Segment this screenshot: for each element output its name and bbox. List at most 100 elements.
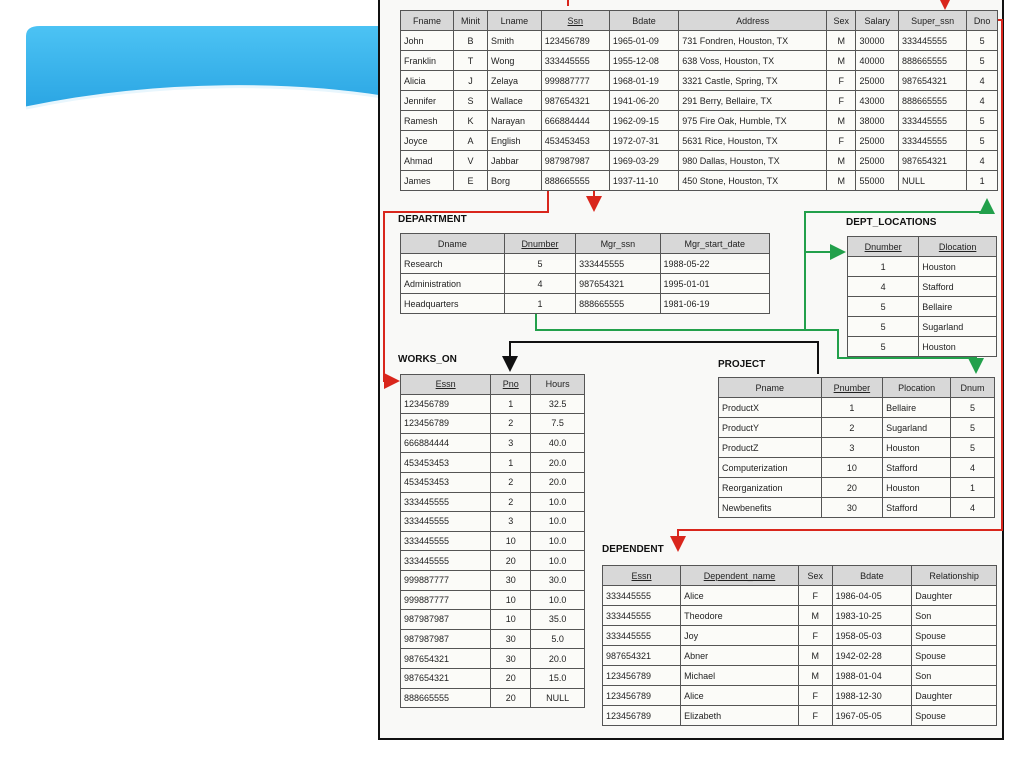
project-cell: Computerization <box>718 457 822 478</box>
employee-cell: NULL <box>898 170 968 191</box>
dependent-cell: Theodore <box>680 605 799 626</box>
dept-locations-cell: 5 <box>846 336 920 357</box>
dept-locations-cell: 1 <box>846 256 920 277</box>
project-cell: Houston <box>882 477 952 498</box>
employee-cell: 888665555 <box>898 90 968 111</box>
works-on-cell: 20 <box>490 667 532 689</box>
dependent-cell: Elizabeth <box>680 705 799 726</box>
employee-cell: 450 Stone, Houston, TX <box>678 170 828 191</box>
employee-cell: Narayan <box>487 110 542 131</box>
employee-cell: B <box>453 30 489 51</box>
employee-cell: John <box>399 30 455 51</box>
works-on-col-essn: Essn <box>399 374 492 395</box>
employee-cell: Jabbar <box>487 150 542 171</box>
employee-cell: Joyce <box>399 130 455 151</box>
employee-cell: 980 Dallas, Houston, TX <box>678 150 828 171</box>
project-col-pnumber: Pnumber <box>820 377 884 398</box>
department-col-mgr-ssn: Mgr_ssn <box>575 233 661 254</box>
dependent-cell: F <box>797 625 833 646</box>
project-col-plocation: Plocation <box>882 377 952 398</box>
employee-cell: 5 <box>966 110 998 131</box>
dept-locations-col-dlocation: Dlocation <box>918 236 997 257</box>
works-on-cell: 453453453 <box>399 471 492 493</box>
works-on-cell: 5.0 <box>530 628 585 650</box>
employee-cell: 55000 <box>855 170 900 191</box>
employee-cell: 25000 <box>855 130 900 151</box>
works-on-cell: 30 <box>490 648 532 669</box>
dependent-cell: Joy <box>680 625 799 646</box>
dept-locations-cell: Stafford <box>918 276 997 297</box>
dependent-cell: 123456789 <box>601 685 682 706</box>
employee-cell: 4 <box>966 90 998 111</box>
employee-col-sex: Sex <box>826 10 857 31</box>
department-cell: 987654321 <box>575 273 661 294</box>
works-on-cell: 3 <box>490 511 532 532</box>
employee-cell: 333445555 <box>540 50 610 71</box>
dependent-cell: 1988-01-04 <box>831 665 913 686</box>
project-title: PROJECT <box>718 359 766 370</box>
employee-cell: 25000 <box>855 70 900 91</box>
employee-cell: 333445555 <box>898 110 968 131</box>
dependent-cell: 1958-05-03 <box>831 625 913 646</box>
arrow-pnumber-to-pno <box>502 341 819 374</box>
works-on-cell: 30 <box>490 569 532 591</box>
project-cell: 30 <box>820 497 884 518</box>
dependent-col-sex: Sex <box>797 565 833 586</box>
works-on-cell: 30.0 <box>530 569 585 591</box>
employee-cell: 5 <box>966 30 998 51</box>
project-cell: 1 <box>950 477 995 498</box>
employee-cell: 1937-11-10 <box>608 170 680 191</box>
dependent-cell: 1967-05-05 <box>831 705 913 726</box>
dependent-cell: 333445555 <box>601 605 682 626</box>
dependent-col-bdate: Bdate <box>831 565 913 586</box>
dependent-cell: M <box>797 645 833 666</box>
works-on-cell: 10.0 <box>530 530 585 552</box>
employee-cell: Wong <box>487 50 542 71</box>
project-cell: ProductZ <box>718 437 822 458</box>
employee-cell: Ahmad <box>399 150 455 171</box>
project-cell: 5 <box>950 417 995 438</box>
employee-cell: S <box>453 90 489 111</box>
dependent-cell: Spouse <box>911 705 997 726</box>
works-on-cell: 2 <box>490 471 532 493</box>
project-cell: 3 <box>820 437 884 458</box>
employee-cell: 25000 <box>855 150 900 171</box>
project-cell: Newbenefits <box>718 497 822 518</box>
employee-cell: 987654321 <box>898 150 968 171</box>
employee-cell: Wallace <box>487 90 542 111</box>
dependent-cell: Alice <box>680 585 799 606</box>
works-on-cell: 10 <box>490 530 532 552</box>
employee-cell: James <box>399 170 455 191</box>
employee-cell: M <box>826 50 857 71</box>
employee-cell: 1972-07-31 <box>608 130 680 151</box>
employee-cell: 666884444 <box>540 110 610 131</box>
works-on-cell: 888665555 <box>399 687 492 709</box>
employee-cell: M <box>826 110 857 131</box>
employee-cell: 987987987 <box>540 150 610 171</box>
employee-cell: 4 <box>966 70 998 91</box>
works-on-cell: 333445555 <box>399 550 492 571</box>
works-on-cell: 123456789 <box>399 413 492 434</box>
